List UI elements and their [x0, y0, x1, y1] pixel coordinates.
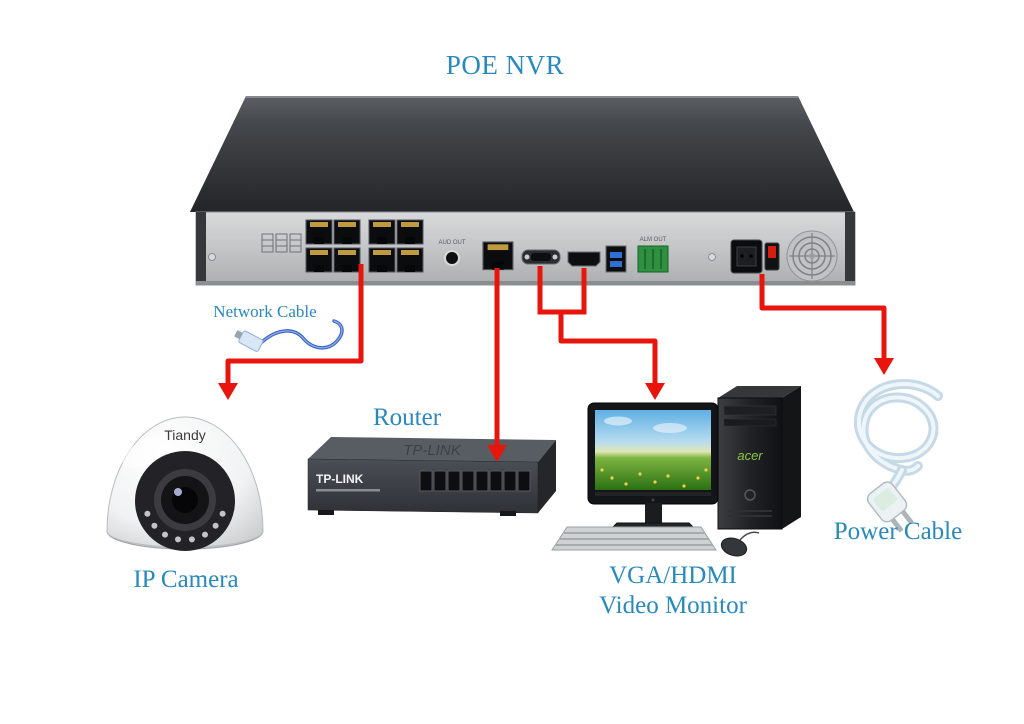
router-brand-text: TP-LINK: [316, 472, 364, 486]
ip-camera-label: IP Camera: [133, 566, 239, 593]
cable-nvr-to-monitor: [537, 266, 658, 385]
audio-out-jack: [444, 250, 460, 266]
mouse: [720, 531, 760, 557]
panel-screw: [208, 253, 216, 261]
power-cable-label: Power Cable: [833, 518, 963, 545]
pc-tower: acer: [717, 386, 801, 530]
arrow-to-monitor-icon: [645, 383, 665, 400]
monitor: [587, 402, 719, 505]
usb-port: [605, 245, 627, 273]
arrow-to-camera-icon: [218, 383, 238, 400]
camera-ir-leds: [144, 510, 226, 543]
network-cable-icon: [234, 319, 344, 352]
ip-camera-device: Tiandy: [106, 416, 264, 551]
video-monitor-device: acer: [551, 386, 801, 557]
cable-nvr-to-camera: [225, 264, 364, 385]
router-ports: [419, 470, 531, 492]
arrow-to-power-icon: [874, 358, 894, 375]
tower-power-button: [744, 489, 756, 501]
hdmi-port: [567, 251, 601, 267]
fan-grille: [786, 230, 838, 282]
camera-brand-text: Tiandy: [164, 427, 206, 443]
arrow-to-router-icon: [487, 445, 507, 462]
vga-port: [521, 249, 561, 265]
alm-out-label: ALM OUT: [640, 237, 667, 243]
video-monitor-label: Video Monitor: [599, 592, 747, 619]
power-inlet: [730, 239, 763, 274]
cable-nvr-to-power: [759, 274, 887, 360]
page-title: POE NVR: [445, 50, 565, 80]
power-plug: [866, 481, 914, 533]
router-label: Router: [372, 404, 442, 431]
panel-screw: [708, 253, 716, 261]
vga-hdmi-label: VGA/HDMI: [609, 562, 737, 589]
screen-flowers: [600, 468, 708, 488]
poe-nvr-device: AUD OUT ALM OUT: [190, 96, 856, 286]
aud-out-label: AUD OUT: [439, 240, 466, 246]
router-device: TP-LINK TP-LINK: [307, 437, 556, 516]
alarm-out-terminal: [637, 245, 669, 273]
dip-switch-icons: [261, 233, 302, 253]
tower-brand-text: acer: [737, 448, 763, 463]
lan-port: [482, 241, 514, 271]
nvr-top-face: [190, 96, 854, 212]
connection-cables: [218, 264, 894, 462]
keyboard: [551, 526, 717, 551]
router-top-emboss-text: TP-LINK: [403, 442, 462, 459]
network-cable-label: Network Cable: [213, 302, 317, 321]
power-switch: [764, 242, 780, 271]
power-cable-device: [854, 379, 943, 533]
